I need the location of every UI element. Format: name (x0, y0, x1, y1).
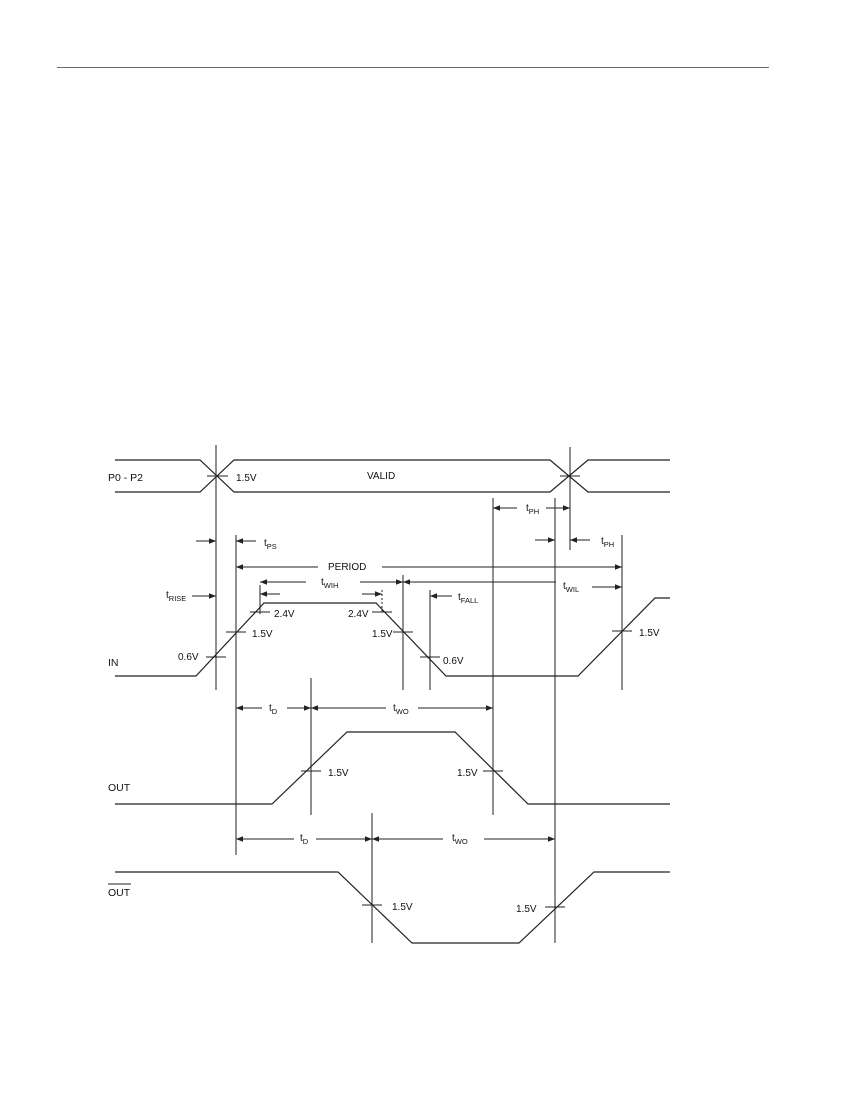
bus-valid-label: VALID (367, 471, 395, 482)
p0-p2-bus-waveform (115, 459, 670, 493)
two-out-bar-label: tWO (452, 833, 468, 846)
out-bar-rise-label: 1.5V (516, 904, 537, 915)
in-rise-high-label: 2.4V (274, 609, 295, 620)
out-fall-label: 1.5V (457, 768, 478, 779)
out-bar-waveform (115, 871, 670, 944)
bus-threshold-label: 1.5V (236, 473, 257, 484)
tph-label-second: tPH (601, 536, 614, 549)
out-waveform (115, 731, 670, 805)
signal-label-out: OUT (108, 782, 131, 794)
in-rise2-mid-label: 1.5V (639, 628, 660, 639)
twih-label: tWIH (321, 577, 338, 590)
signal-label-p0-p2: P0 - P2 (108, 472, 143, 484)
trise-label: tRISE (166, 590, 186, 603)
period-label: PERIOD (328, 562, 366, 573)
in-rise-low-label: 0.6V (178, 652, 199, 663)
in-fall-high-label: 2.4V (348, 609, 369, 620)
in-fall-mid-label: 1.5V (372, 629, 393, 640)
tps-label: tPS (264, 538, 277, 551)
td-out-label: tD (269, 703, 278, 716)
out-bar-fall-label: 1.5V (392, 902, 413, 913)
tph-label-top: tPH (526, 503, 539, 516)
tfall-label: tFALL (458, 592, 478, 605)
page-header-rule (57, 67, 769, 68)
td-out-bar-label: tD (300, 833, 309, 846)
two-out-label: tWO (393, 703, 409, 716)
signal-label-out-bar: OUT (108, 887, 131, 899)
twil-label: tWIL (563, 581, 579, 594)
in-fall-low-label: 0.6V (443, 656, 464, 667)
in-waveform (115, 597, 670, 677)
timing-arrows (192, 505, 622, 842)
threshold-ticks (206, 611, 632, 908)
signal-label-in: IN (108, 657, 119, 669)
reference-lines (215, 445, 623, 943)
in-rise-mid-label: 1.5V (252, 629, 273, 640)
out-rise-label: 1.5V (328, 768, 349, 779)
